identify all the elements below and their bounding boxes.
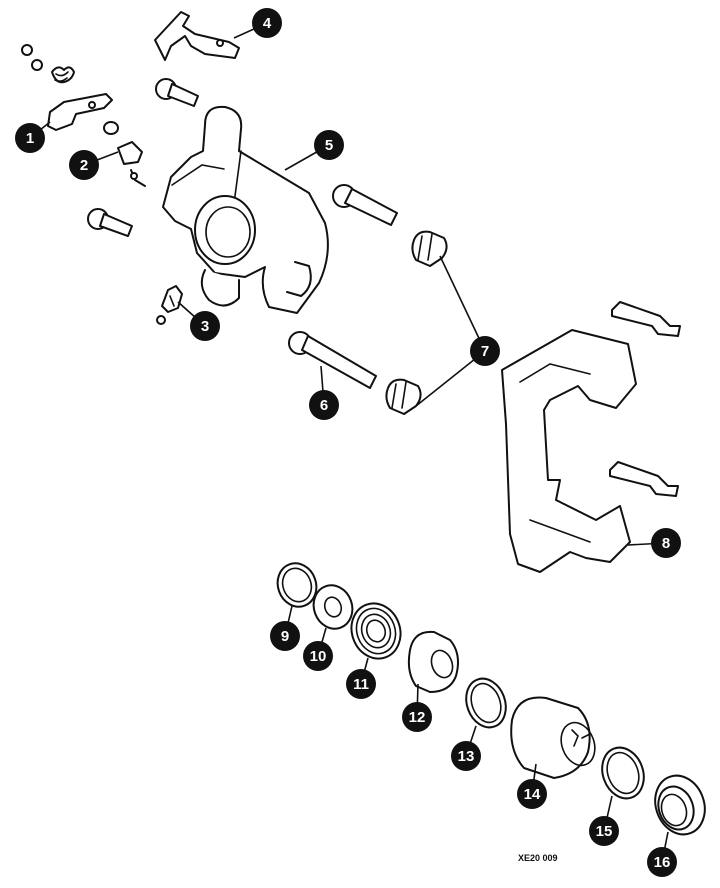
part-5-caliper-body [162,105,329,314]
callout-14: 14 [517,779,547,809]
part-8-pad-clip-lower [609,461,679,497]
part-13-circlip [465,677,507,729]
callout-12-label: 12 [409,709,426,726]
callout-13: 13 [451,741,481,771]
callout-5-label: 5 [325,137,333,154]
part-14-piston [510,696,596,779]
callout-3: 3 [190,311,220,341]
callout-16: 16 [647,847,677,877]
callout-4: 4 [252,8,282,38]
callout-14-label: 14 [524,786,541,803]
callout-2-label: 2 [80,157,88,174]
part-11-spring [350,602,402,660]
drawing-code: XE20 009 [518,853,558,863]
callout-8: 8 [651,528,681,558]
callout-1-label: 1 [26,130,34,147]
callout-4-label: 4 [263,15,272,32]
callout-8-label: 8 [662,535,670,552]
callout-15-label: 15 [596,823,613,840]
callout-7-label: 7 [481,343,489,360]
part-3-bleed-nipple [156,285,183,325]
callout-6-label: 6 [320,397,328,414]
callout-12: 12 [402,702,432,732]
part-6-guide-pin-lower [288,331,377,389]
callout-10: 10 [303,641,333,671]
callout-11-label: 11 [353,676,369,693]
part-4-anti-rattle-clip [154,11,240,61]
part-2-bleed-screw [103,121,146,187]
caliper-upper-bolt [155,78,199,107]
part-9-circlip [276,562,318,608]
part-8-caliper-bracket [501,329,637,573]
part-7-dust-boot-upper [411,230,448,267]
part-6-guide-pin-upper [332,184,398,226]
callout-1: 1 [15,123,45,153]
part-1-retaining-clip [21,44,113,131]
part-15-seal-ring [601,746,645,800]
part-16-dust-seal [654,774,706,836]
callout-11: 11 [346,669,376,699]
callout-6: 6 [309,390,339,420]
callout-9-label: 9 [281,628,289,645]
callout-5: 5 [314,130,344,160]
callout-7: 7 [470,336,500,366]
part-12-sleeve [407,630,459,693]
part-10-washer [312,584,354,630]
part-8-pad-clip-upper [611,301,681,337]
callout-13-label: 13 [458,748,475,765]
callout-15: 15 [589,816,619,846]
caliper-lower-bolt [87,208,133,237]
callout-10-label: 10 [310,648,327,665]
callout-3-label: 3 [201,318,209,335]
callout-9: 9 [270,621,300,651]
callout-2: 2 [69,150,99,180]
part-7-dust-boot-lower [385,378,422,415]
callout-16-label: 16 [654,854,671,871]
